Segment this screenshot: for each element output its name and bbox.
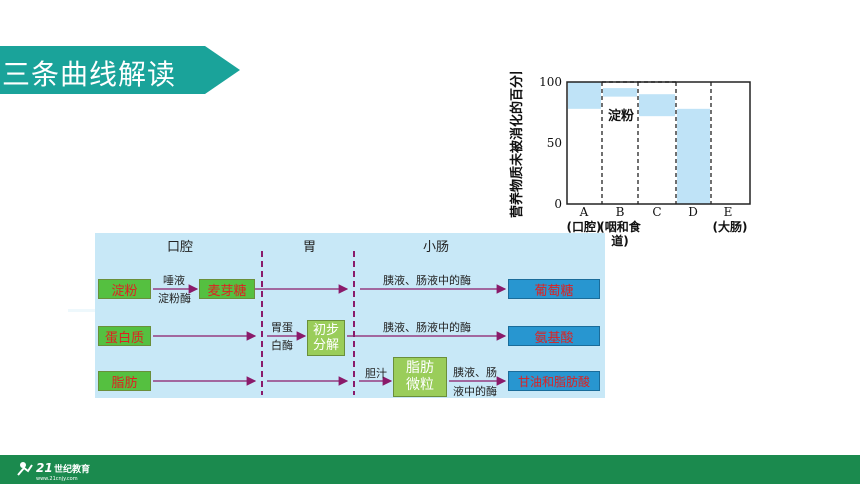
xtick-sublabel-B-line1: (咽和食 (599, 219, 641, 234)
bar-segment-3 (677, 108, 710, 204)
bar-segment-2 (639, 94, 675, 117)
label-saliva: 唾液 (163, 274, 185, 287)
section-title: 三条曲线解读 (2, 58, 177, 91)
box-protein: 蛋白质 (98, 326, 151, 346)
label-bile: 胆汁 (365, 367, 387, 380)
diagram-lines (153, 251, 507, 395)
xtick-label-A: A (579, 205, 589, 219)
xtick-sublabel-B-line2: 道) (611, 233, 629, 248)
series-annotation-starch: 淀粉 (608, 108, 634, 124)
banner-shape (0, 46, 240, 94)
initial-breakdown-line1: 初步 (312, 323, 339, 338)
xtick-label-D: D (688, 205, 698, 219)
fat-droplets-line2: 微粒 (406, 377, 434, 393)
box-starch: 淀粉 (98, 279, 151, 299)
ytick-label-0: 100 (539, 75, 562, 89)
label-amylase: 淀粉酶 (158, 292, 191, 305)
initial-breakdown-line2: 分解 (312, 338, 339, 353)
xtick-label-B: B (616, 205, 625, 219)
label-pepsin-bottom: 白酶 (271, 339, 293, 352)
label-enzyme-row3-top: 胰液、肠 (453, 366, 497, 379)
stage-mouth: 口腔 (167, 240, 194, 255)
bar-segment-0 (568, 82, 601, 109)
xtick-sublabel-A: (口腔) (567, 219, 602, 234)
xtick-label-C: C (652, 205, 661, 219)
label-enzyme-row1: 胰液、肠液中的酶 (383, 274, 471, 287)
stage-small-intestine: 小肠 (423, 240, 450, 255)
box-maltose: 麦芽糖 (199, 279, 255, 299)
svg-text:21: 21 (36, 461, 53, 475)
ytick-label-1: 50 (547, 136, 562, 150)
box-fat: 脂肪 (98, 371, 151, 391)
svg-text:www.21cnjy.com: www.21cnjy.com (36, 476, 78, 481)
bar-segment-1 (603, 88, 637, 97)
fat-droplets-line1: 脂肪 (406, 360, 434, 376)
chart-ylabel: 营养物质未被消化的百分比（%） (505, 23, 551, 220)
box-glucose: 葡萄糖 (508, 279, 600, 299)
xtick-sublabel-E: (大肠) (713, 219, 748, 234)
section-title-banner: 三条曲线解读 (0, 46, 240, 94)
box-glycerol-fatty-acid: 甘油和脂肪酸 (508, 371, 600, 391)
label-enzyme-row3-bottom: 液中的酶 (453, 385, 497, 398)
xtick-label-E: E (724, 205, 733, 219)
label-pepsin-top: 胃蛋 (271, 321, 293, 334)
box-initial-breakdown: 初步 分解 (307, 320, 345, 356)
logo: 21 世纪教育 www.21cnjy.com (17, 461, 90, 481)
box-fat-droplets: 脂肪 微粒 (393, 357, 447, 397)
box-amino-acid: 氨基酸 (508, 326, 600, 346)
footer-bar (0, 455, 860, 484)
digestion-diagram: 口腔 胃 小肠 淀粉 唾液 淀粉酶 麦芽糖 胰液、肠液中的酶 葡萄糖 蛋白质 胃… (95, 233, 605, 398)
chart-ylabel-text: 营养物质未被消化的百分比（%） (509, 72, 525, 218)
stage-stomach: 胃 (303, 240, 317, 255)
label-enzyme-row2: 胰液、肠液中的酶 (383, 321, 471, 334)
ytick-label-2: 0 (554, 197, 562, 211)
svg-text:世纪教育: 世纪教育 (54, 463, 90, 475)
